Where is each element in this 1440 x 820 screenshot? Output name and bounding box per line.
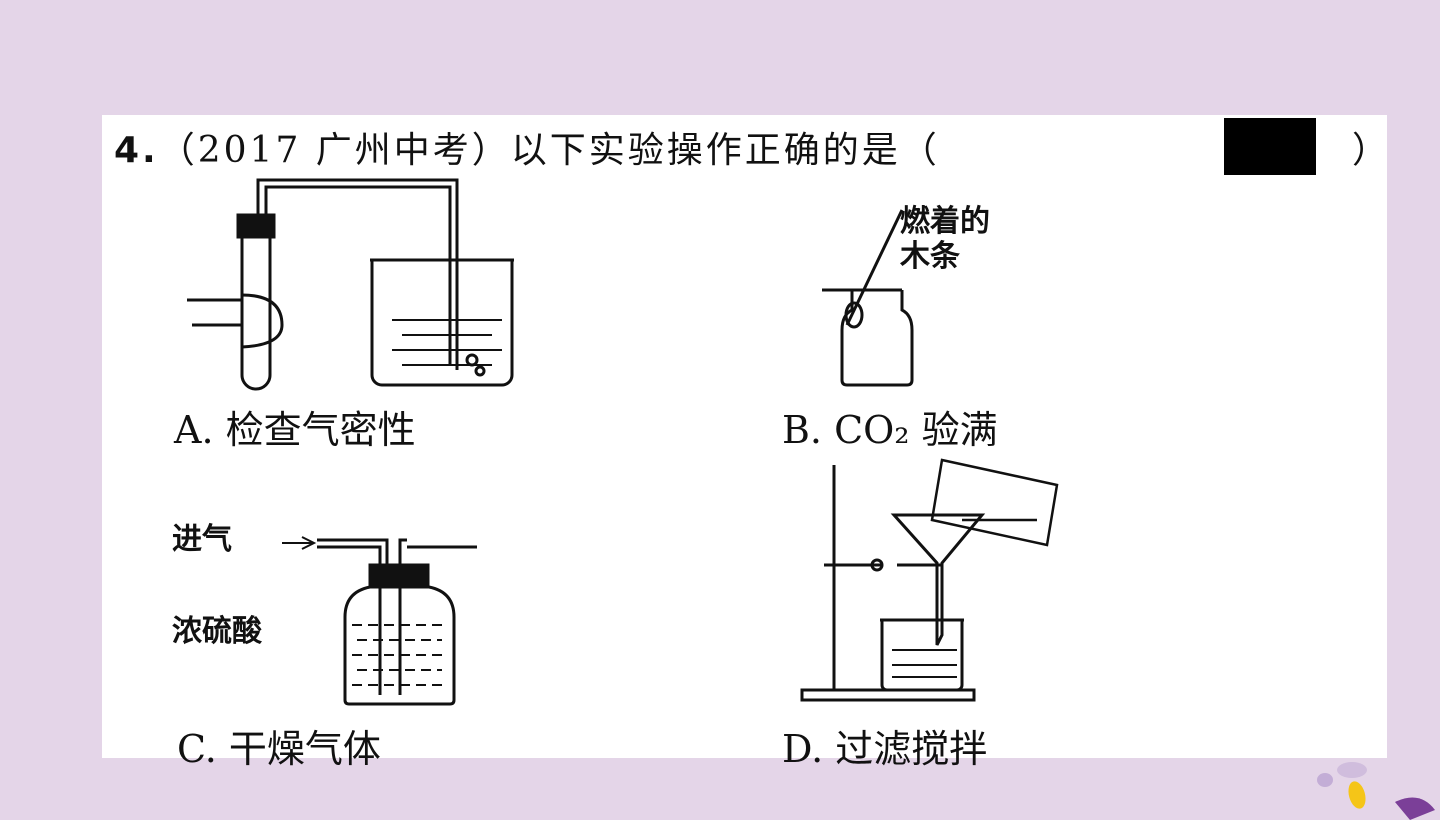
answer-mask — [1224, 118, 1316, 175]
option-c-label: C. 干燥气体 — [177, 727, 381, 771]
option-b-label: B. CO₂ 验满 — [782, 408, 998, 452]
option-d-label: D. 过滤搅拌 — [782, 727, 988, 771]
apparatus-drawings — [187, 178, 1059, 706]
close-paren: ） — [1352, 130, 1389, 171]
airtightness-apparatus — [187, 178, 514, 391]
burning-stick-label: 燃着的木条 — [900, 204, 990, 274]
gas-washing-bottle — [282, 536, 477, 706]
gas-inlet-label: 进气 — [172, 522, 232, 557]
question-text: 4.（2017 广州中考）以下实验操作正确的是（ — [114, 130, 940, 171]
corner-decoration — [1317, 762, 1435, 820]
option-a-label: A. 检查气密性 — [174, 408, 416, 452]
filtration-apparatus — [800, 458, 1059, 702]
sulfuric-acid-label: 浓硫酸 — [172, 614, 262, 649]
question-card: 4.（2017 广州中考）以下实验操作正确的是（ ） — [102, 115, 1389, 771]
co2-bottle — [822, 209, 914, 387]
